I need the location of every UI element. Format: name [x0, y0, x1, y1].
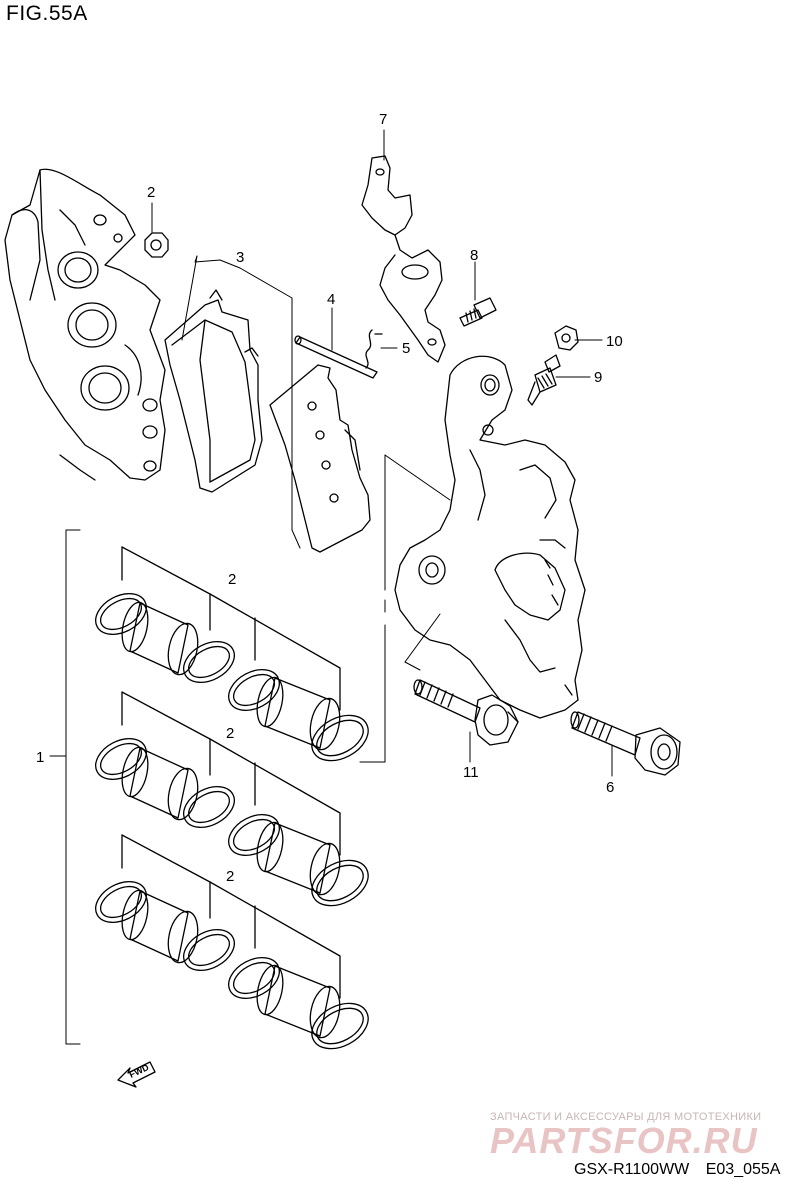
row2-seal-mid-inner [187, 790, 231, 824]
row3-leader-top [121, 834, 341, 999]
fwd-arrow-icon: FWD [117, 1061, 156, 1088]
row3-piston-left-end [121, 889, 149, 941]
row1-piston-left-face [167, 622, 199, 676]
row1-piston-right-body [264, 677, 331, 749]
bolt-part-6 [570, 711, 681, 776]
row3-seal-right-b-inner [316, 1007, 364, 1045]
row1-piston-right-end [256, 676, 284, 728]
row2-leader-top [121, 691, 341, 856]
row2-seal-right-b-inner [316, 864, 364, 902]
callout-2-row3: 2 [226, 868, 234, 885]
row2-piston-right-end [256, 821, 284, 873]
callout-4: 4 [327, 291, 335, 308]
bleeder-valve-part-9 [527, 354, 561, 406]
row2-piston-right-body [264, 822, 331, 894]
caliper-housing-right [394, 355, 586, 719]
row2-seal-left-inner [99, 742, 143, 776]
row2-seal-right-b [311, 859, 369, 907]
row2-seal-right-a-inner [232, 818, 276, 852]
row2-piston-right-face [309, 842, 341, 896]
row3-piston-right-end [256, 964, 284, 1016]
watermark-logo: PARTSFOR.RU [490, 1120, 758, 1161]
model-code-footer: GSX-R1100WW E03_055A [574, 1161, 780, 1179]
row1-seal-mid [183, 641, 235, 683]
row3-piston-left-face [167, 910, 199, 964]
callout-2-row2: 2 [226, 725, 234, 742]
pad-pin-part-4 [294, 335, 378, 379]
row3-piston-right-body [264, 965, 331, 1037]
callout-11: 11 [463, 764, 479, 781]
row1-piston-left-body [129, 602, 189, 674]
callout-3: 3 [236, 249, 244, 266]
row3-seal-left [95, 881, 147, 923]
piston-seal-rows [95, 546, 369, 1050]
callout-7: 7 [379, 111, 387, 128]
row3-seal-mid-inner [187, 933, 231, 967]
nut-part-2 [144, 232, 169, 258]
row2-piston-left-face [167, 767, 199, 821]
row2-seal-right-a [228, 814, 280, 856]
row1-seal-mid-inner [187, 645, 231, 679]
callout-5: 5 [402, 340, 410, 357]
clip-part-5 [365, 329, 383, 369]
row2-piston-left-body [129, 747, 189, 819]
row3-seal-left-inner [99, 885, 143, 919]
bracket-part-7 [361, 155, 446, 363]
row2-seal-left [95, 738, 147, 780]
row1-seal-right-b-inner [316, 719, 364, 757]
row1-leader-top [121, 546, 341, 711]
caliper-housing-left [4, 168, 166, 481]
figure-code: E03_055A [705, 1161, 781, 1178]
row1-seal-left [95, 593, 147, 635]
row1-seal-right-a [228, 669, 280, 711]
row2-piston-left-end [121, 746, 149, 798]
brake-pad-right [269, 364, 371, 553]
row3-seal-right-b [311, 1002, 369, 1050]
callout-9: 9 [594, 369, 602, 386]
row3-piston-right-face [309, 985, 341, 1039]
brake-pad-left [164, 289, 263, 493]
row1-piston-left-end [121, 601, 149, 653]
callout-2-nut: 2 [147, 184, 155, 201]
bleeder-cap-part-10 [554, 325, 579, 351]
row3-piston-left-body [129, 890, 189, 962]
callout-1: 1 [36, 749, 44, 766]
row2-seal-mid [183, 786, 235, 828]
watermark-tagline: ЗАПЧАСТИ И АКСЕССУАРЫ ДЛЯ МОТОТЕХНИКИ [490, 1111, 762, 1123]
model-name: GSX-R1100WW [574, 1161, 690, 1178]
bolt-part-11 [413, 679, 519, 746]
figure-title: FIG.55A [6, 2, 88, 25]
row3-seal-mid [183, 929, 235, 971]
row1-seal-left-inner [99, 597, 143, 631]
callout-10: 10 [606, 333, 623, 350]
row3-seal-right-a-inner [232, 961, 276, 995]
callout-8: 8 [470, 247, 478, 264]
callout-6: 6 [606, 779, 614, 796]
screw-part-8 [459, 297, 497, 327]
callout-labels: 1 2 2 2 2 3 4 5 6 7 8 9 10 11 [36, 111, 623, 885]
leader-lines [49, 129, 613, 1045]
row1-seal-right-a-inner [232, 673, 276, 707]
row1-piston-right-face [309, 697, 341, 751]
row1-seal-right-b [311, 714, 369, 762]
row3-seal-right-a [228, 957, 280, 999]
callout-2-row1: 2 [228, 571, 236, 588]
